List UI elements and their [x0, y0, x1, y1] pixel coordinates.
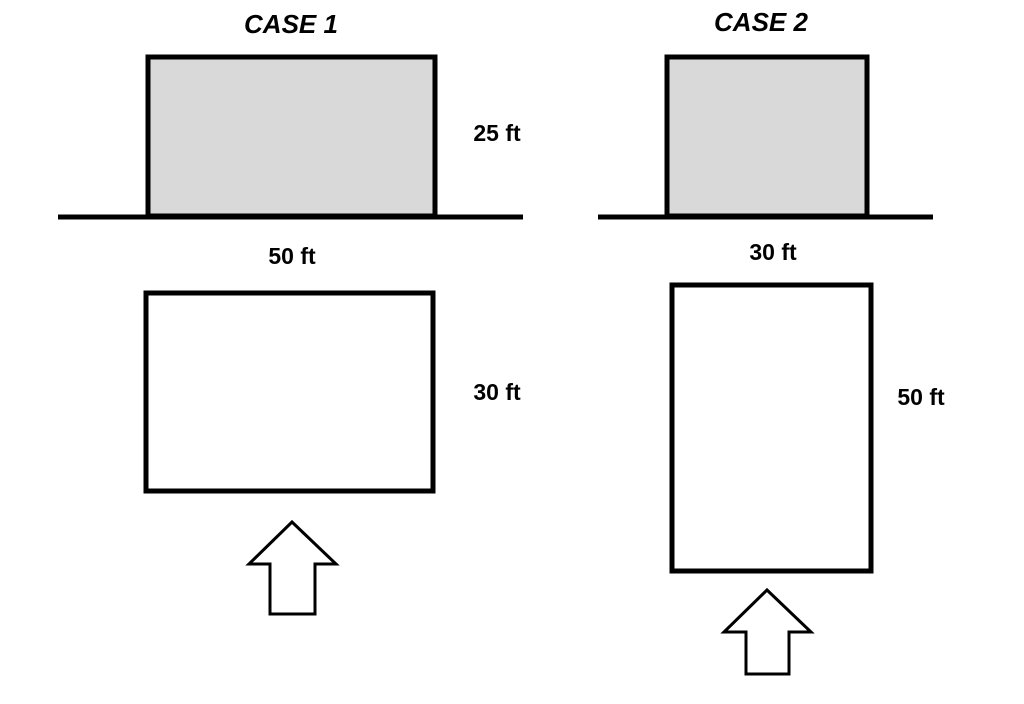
case-1-plan-width-label: 50 ft: [268, 243, 316, 269]
up-arrow-icon: [245, 519, 340, 616]
case-2-plan-depth-label: 50 ft: [897, 384, 945, 410]
case-1-title: CASE 1: [244, 9, 338, 39]
case-2-group: CASE 2 30 ft 50 ft: [598, 7, 945, 676]
case-1-building-elevation: [145, 54, 438, 219]
case-2-title: CASE 2: [714, 7, 808, 37]
case-1-group: CASE 1 25 ft 50 ft 30 ft: [58, 9, 523, 616]
case-2-building-plan: [669, 282, 874, 574]
case-1-plan-depth-label: 30 ft: [473, 379, 521, 405]
case-2-building-elevation: [664, 54, 870, 219]
up-arrow-icon: [720, 587, 815, 676]
case-1-building-plan: [143, 290, 436, 494]
case-1-height-label: 25 ft: [473, 120, 521, 146]
case-2-plan-width-label: 30 ft: [749, 239, 797, 265]
